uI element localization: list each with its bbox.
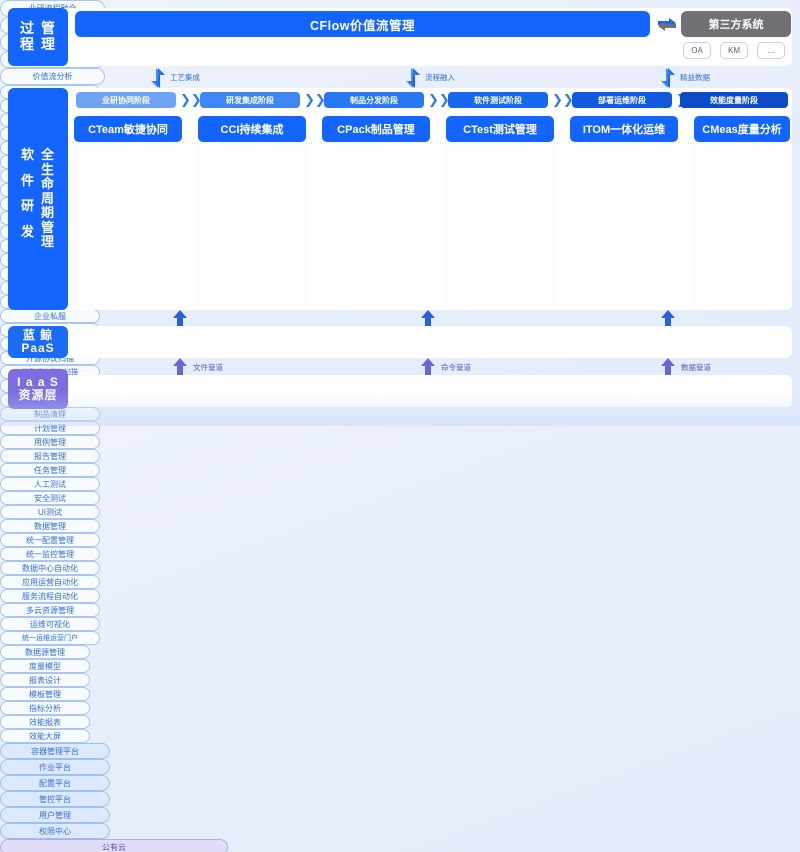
pipe-arrow-command: [420, 358, 436, 376]
layer-label-software: 软 件 研 发 全 生 命 周 期 管 理: [8, 88, 68, 310]
stage-chevron-3: ❯❯: [552, 92, 574, 107]
software-label-col2-char7: 理: [41, 234, 56, 250]
stage-chevron-2: ❯❯: [428, 92, 450, 107]
paas-platform-5[interactable]: 权限中心: [0, 823, 110, 839]
software-label-col1-char2: 件: [20, 172, 35, 188]
connector-label-process-2: 流程融入: [425, 73, 455, 82]
product-item-5-5[interactable]: 效能报表: [0, 715, 90, 729]
product-column-1: [196, 114, 308, 306]
connector-arrow-process-1: [150, 68, 166, 88]
third-party-chip-oa[interactable]: OA: [683, 42, 711, 59]
footer-gradient-decoration: [0, 392, 800, 426]
connector-label-process-3: 精益数据: [680, 73, 710, 82]
product-item-4-0[interactable]: 统一配置管理: [0, 533, 100, 547]
cflow-title-bar[interactable]: CFlow价值流管理: [75, 11, 650, 37]
product-item-4-4[interactable]: 服务流程自动化: [0, 589, 100, 603]
product-item-5-0[interactable]: 数据源管理: [0, 645, 90, 659]
stage-chip-0[interactable]: 业研协同阶段: [76, 92, 176, 108]
software-label-col2-char4: 周: [41, 190, 56, 206]
pipe-arrow-file: [172, 358, 188, 376]
software-label-col2-char5: 期: [41, 205, 56, 221]
process-label-col1-char1: 过: [20, 20, 35, 37]
third-party-exchange-arrow: [656, 14, 678, 36]
product-item-3-6[interactable]: UI测试: [0, 505, 100, 519]
third-party-chip-more[interactable]: ...: [757, 42, 785, 59]
paas-up-arrow-2: [420, 310, 436, 328]
pipe-arrow-data: [660, 358, 676, 376]
product-item-4-2[interactable]: 数据中心自动化: [0, 561, 100, 575]
paas-platform-1[interactable]: 作业平台: [0, 759, 110, 775]
software-label-col1-char4: 发: [20, 223, 35, 239]
product-item-4-6[interactable]: 运维可视化: [0, 617, 100, 631]
process-label-col2-char2: 理: [41, 36, 56, 52]
iaas-label-line1: I a a S: [17, 374, 59, 389]
process-feature-4[interactable]: 价值流分析: [0, 68, 105, 85]
stage-chip-3[interactable]: 软件测试阶段: [448, 92, 548, 108]
third-party-chip-km[interactable]: KM: [720, 42, 748, 59]
connector-arrow-process-2: [405, 68, 421, 88]
product-column-0: [72, 114, 184, 306]
software-label-col1-char3: 研: [20, 198, 35, 214]
process-label-col1-char2: 程: [20, 36, 35, 52]
product-column-2: [320, 114, 432, 306]
software-label-col1-char1: 软: [20, 147, 35, 163]
product-header-0[interactable]: CTeam敏捷协同: [74, 116, 182, 142]
paas-platform-4[interactable]: 用户管理: [0, 807, 110, 823]
stage-chip-1[interactable]: 研发集成阶段: [200, 92, 300, 108]
product-header-3[interactable]: CTest测试管理: [446, 116, 554, 142]
product-column-5: [692, 114, 792, 306]
product-header-4[interactable]: ITOM一体化运维: [570, 116, 678, 142]
pipe-label-file: 文件管道: [193, 363, 223, 372]
iaas-resource-0[interactable]: 公有云: [0, 839, 228, 852]
paas-platform-3[interactable]: 管控平台: [0, 791, 110, 807]
product-item-4-7[interactable]: 统一运维运营门户: [0, 631, 100, 645]
software-label-col2-char6: 管: [41, 219, 56, 235]
product-item-4-1[interactable]: 统一监控管理: [0, 547, 100, 561]
stage-chip-4[interactable]: 部署运维阶段: [572, 92, 672, 108]
product-item-4-3[interactable]: 应用运营自动化: [0, 575, 100, 589]
paas-layer-band: [8, 326, 792, 358]
paas-label-line1: 蓝 鲸: [22, 327, 54, 342]
product-item-5-3[interactable]: 模板管理: [0, 687, 90, 701]
paas-up-arrow-3: [660, 310, 676, 328]
product-column-3: [444, 114, 556, 306]
connector-arrow-process-3: [660, 68, 676, 88]
pipe-label-data: 数据管道: [681, 363, 711, 372]
product-header-5[interactable]: CMeas度量分析: [694, 116, 790, 142]
product-item-3-1[interactable]: 用例管理: [0, 435, 100, 449]
paas-platform-0[interactable]: 容器管理平台: [0, 743, 110, 759]
product-item-3-3[interactable]: 任务管理: [0, 463, 100, 477]
product-item-3-7[interactable]: 数据管理: [0, 519, 100, 533]
stage-chip-5[interactable]: 效能度量阶段: [680, 92, 788, 108]
third-party-system-box[interactable]: 第三方系统: [681, 11, 791, 37]
product-item-5-6[interactable]: 效能大屏: [0, 729, 90, 743]
paas-platform-2[interactable]: 配置平台: [0, 775, 110, 791]
product-item-5-4[interactable]: 指标分析: [0, 701, 90, 715]
product-item-4-5[interactable]: 多云资源管理: [0, 603, 100, 617]
connector-label-process-1: 工艺集成: [170, 73, 200, 82]
product-item-3-5[interactable]: 安全测试: [0, 491, 100, 505]
stage-chip-2[interactable]: 制品分发阶段: [324, 92, 424, 108]
layer-label-process: 过 程 管 理: [8, 8, 68, 66]
stage-chevron-1: ❯❯: [304, 92, 326, 107]
product-item-5-2[interactable]: 报表设计: [0, 673, 90, 687]
software-label-col2-char2: 生: [41, 161, 56, 177]
paas-label-line2: PaaS: [21, 341, 55, 355]
software-label-col2-char1: 全: [41, 147, 56, 163]
product-item-3-4[interactable]: 人工测试: [0, 477, 100, 491]
product-item-5-1[interactable]: 度量模型: [0, 659, 90, 673]
pipe-label-command: 命令管道: [441, 363, 471, 372]
layer-label-paas: 蓝 鲸 PaaS: [8, 326, 68, 358]
stage-chevron-0: ❯❯: [180, 92, 202, 107]
product-column-4: [568, 114, 680, 306]
paas-up-arrow-1: [172, 310, 188, 328]
process-label-col2-char1: 管: [41, 20, 56, 37]
product-header-1[interactable]: CCI持续集成: [198, 116, 306, 142]
product-item-3-2[interactable]: 报告管理: [0, 449, 100, 463]
product-header-2[interactable]: CPack制品管理: [322, 116, 430, 142]
product-item-2-0[interactable]: 企业私服: [0, 309, 100, 323]
software-label-col2-char3: 命: [41, 176, 56, 192]
